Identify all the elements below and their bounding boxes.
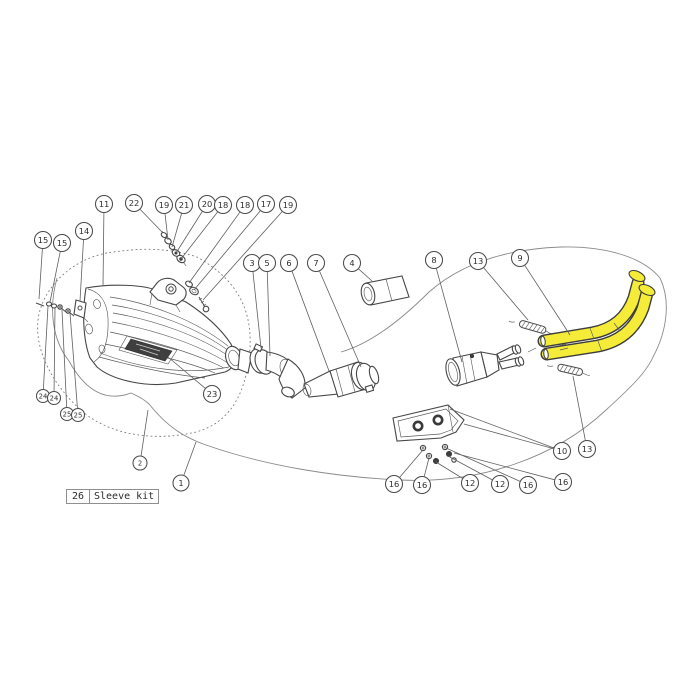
- svg-text:6: 6: [286, 258, 291, 268]
- sleeve-part: [360, 275, 410, 306]
- svg-text:13: 13: [582, 444, 593, 454]
- callout-16: 16: [412, 457, 432, 495]
- collector-pipe: [445, 344, 537, 387]
- svg-text:19: 19: [159, 200, 170, 210]
- callout-17: 17: [193, 194, 276, 291]
- callout-25: 25: [59, 309, 75, 422]
- svg-text:25: 25: [63, 410, 72, 418]
- callout-4: 4: [342, 253, 373, 282]
- legend-label: Sleeve kit: [89, 489, 160, 504]
- svg-text:16: 16: [417, 480, 428, 490]
- mount-bracket-small: [73, 299, 89, 323]
- svg-text:24: 24: [39, 392, 48, 400]
- callout-1: 1: [172, 441, 197, 492]
- svg-text:20: 20: [202, 199, 213, 209]
- callout-24: 24: [46, 307, 62, 406]
- header-pipes-highlighted: [537, 269, 656, 361]
- callout-16: 16: [384, 449, 424, 494]
- svg-text:12: 12: [495, 479, 506, 489]
- svg-text:18: 18: [218, 200, 229, 210]
- callout-18: 18: [180, 195, 233, 260]
- svg-text:16: 16: [389, 479, 400, 489]
- callout-12: 12: [435, 461, 480, 493]
- callout-24: 24: [35, 305, 51, 404]
- callout-21: 21: [171, 195, 194, 248]
- svg-text:3: 3: [249, 258, 254, 268]
- callout-19: 19: [154, 195, 174, 241]
- link-pipe: [265, 351, 380, 399]
- svg-text:21: 21: [179, 200, 190, 210]
- svg-text:16: 16: [558, 477, 569, 487]
- callout-8: 8: [424, 250, 463, 363]
- spring-lower: [546, 363, 590, 376]
- svg-text:9: 9: [517, 253, 522, 263]
- callout-2: 2: [132, 409, 149, 471]
- svg-text:5: 5: [264, 258, 269, 268]
- callout-9: 9: [510, 248, 571, 336]
- callout-15: 15: [33, 230, 53, 300]
- callout-16: 16: [445, 447, 538, 495]
- svg-text:10: 10: [557, 446, 568, 456]
- svg-text:2: 2: [138, 459, 142, 467]
- svg-text:14: 14: [79, 226, 90, 236]
- callout-25: 25: [69, 312, 86, 423]
- svg-text:22: 22: [129, 198, 140, 208]
- callout-7: 7: [306, 253, 362, 368]
- callout-6: 6: [279, 253, 330, 372]
- muffler: [83, 284, 236, 386]
- svg-text:13: 13: [473, 256, 484, 266]
- callout-11: 11: [94, 194, 114, 287]
- callout-18: 18: [188, 195, 255, 284]
- svg-text:8: 8: [431, 255, 436, 265]
- callout-12: 12: [447, 455, 510, 494]
- muffler-logo-badge: [118, 335, 178, 365]
- callout-13: 13: [572, 375, 597, 459]
- legend-number: 26: [66, 489, 89, 504]
- svg-text:15: 15: [57, 238, 68, 248]
- svg-text:4: 4: [349, 258, 354, 268]
- svg-text:12: 12: [465, 478, 476, 488]
- muffler-bracket: [149, 277, 187, 313]
- legend-sleeve-kit: 26 Sleeve kit: [66, 489, 160, 504]
- bracket-fastener-stack: [160, 230, 187, 267]
- callout-14: 14: [74, 221, 94, 302]
- svg-text:19: 19: [283, 200, 294, 210]
- svg-text:7: 7: [313, 258, 318, 268]
- svg-text:24: 24: [50, 394, 59, 402]
- svg-text:16: 16: [523, 480, 534, 490]
- callout-16: 16: [453, 452, 573, 492]
- svg-text:11: 11: [99, 199, 110, 209]
- callout-3: 3: [242, 253, 262, 349]
- svg-text:23: 23: [207, 389, 218, 399]
- heat-shield: [392, 404, 465, 442]
- callout-5: 5: [257, 253, 277, 357]
- callout-10: 10: [449, 408, 572, 461]
- svg-text:25: 25: [74, 411, 83, 419]
- callout-19: 19: [202, 195, 298, 301]
- callout-13: 13: [468, 251, 529, 321]
- callout-22: 22: [124, 193, 164, 234]
- shield-fasteners: [419, 443, 457, 464]
- svg-text:1: 1: [178, 478, 183, 488]
- svg-text:17: 17: [261, 199, 272, 209]
- callout-15: 15: [49, 233, 72, 303]
- spring-upper: [508, 320, 554, 335]
- callout-23: 23: [167, 356, 222, 404]
- left-end-fasteners: [35, 301, 75, 317]
- svg-text:15: 15: [38, 235, 49, 245]
- reference-outline-dotted: [37, 248, 251, 437]
- svg-text:18: 18: [240, 200, 251, 210]
